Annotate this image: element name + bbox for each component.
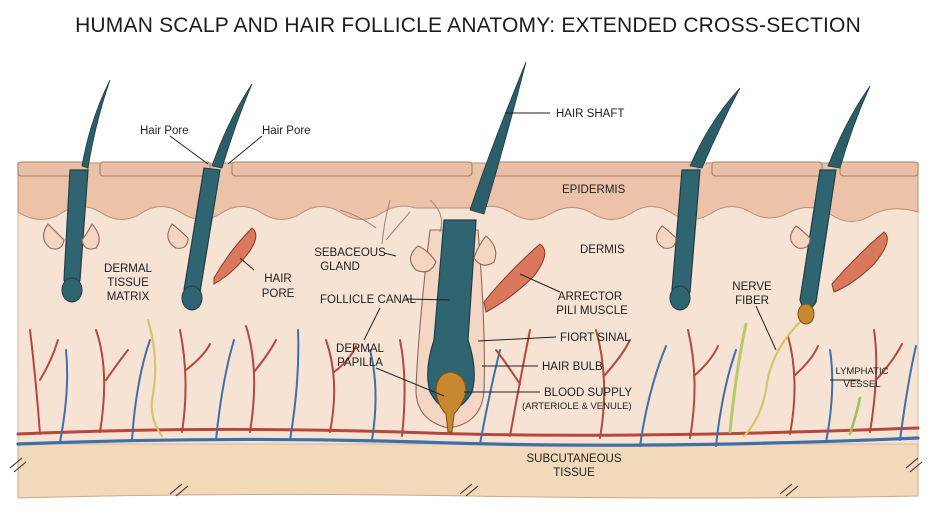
label-dermal-tissue-matrix-2: TISSUE bbox=[107, 277, 149, 289]
label-lymphatic-vessel-2: VESSEL bbox=[844, 379, 881, 390]
label-lymphatic-vessel-1: LYMPHATIC bbox=[836, 366, 889, 377]
label-hair-pore-right: Hair Pore bbox=[262, 125, 311, 137]
label-hair-pore-left: Hair Pore bbox=[140, 125, 189, 137]
label-dermal-tissue-matrix-3: MATRIX bbox=[107, 291, 150, 303]
leader-lines bbox=[169, 112, 860, 397]
label-sebaceous-gland-2: GLAND bbox=[320, 261, 360, 273]
dermal-papilla-shape bbox=[435, 371, 467, 433]
label-hair-bulb: HAIR BULB bbox=[542, 361, 603, 373]
break-marks bbox=[9, 457, 923, 497]
label-subcutaneous-2: TISSUE bbox=[553, 467, 595, 479]
follicle-2 bbox=[167, 83, 257, 311]
label-dermal-papilla-2: PAPILLA bbox=[337, 357, 383, 369]
follicle-1 bbox=[42, 79, 111, 303]
label-fiort-sinal: FIORT SINAL bbox=[560, 332, 631, 344]
label-epidermis: EPIDERMIS bbox=[562, 184, 626, 196]
label-dermal-tissue-matrix-1: DERMAL bbox=[104, 263, 153, 275]
label-follicle-canal: FOLLICLE CANAL bbox=[320, 294, 416, 306]
label-blood-supply: BLOOD SUPPLY bbox=[544, 387, 632, 399]
label-sebaceous-gland-1: SEBACEOUS bbox=[314, 247, 386, 259]
label-arrector-pili-2: PILI MUSCLE bbox=[556, 305, 628, 317]
follicle-4 bbox=[655, 87, 741, 311]
diagram-title: HUMAN SCALP AND HAIR FOLLICLE ANATOMY: E… bbox=[75, 14, 861, 37]
label-hair-pore-muscle-1: HAIR bbox=[264, 273, 291, 285]
follicle-central bbox=[339, 61, 546, 433]
label-hair-pore-muscle-2: PORE bbox=[262, 288, 295, 300]
label-dermis: DERMIS bbox=[580, 244, 625, 256]
label-blood-supply-sub: (ARTERIOLE & VENULE) bbox=[522, 401, 632, 412]
blood-vessel-network bbox=[16, 325, 920, 447]
label-nerve-fiber-2: FIBER bbox=[735, 295, 769, 307]
skin-surface bbox=[17, 161, 919, 177]
label-hair-shaft: HAIR SHAFT bbox=[556, 108, 624, 120]
label-nerve-fiber-1: NERVE bbox=[732, 281, 772, 293]
label-arrector-pili-1: ARRECTOR bbox=[558, 291, 622, 303]
nerve-fibers bbox=[146, 316, 862, 438]
follicle-5 bbox=[789, 85, 888, 325]
label-dermal-papilla-1: DERMAL bbox=[336, 343, 385, 355]
label-subcutaneous-1: SUBCUTANEOUS bbox=[527, 453, 622, 465]
